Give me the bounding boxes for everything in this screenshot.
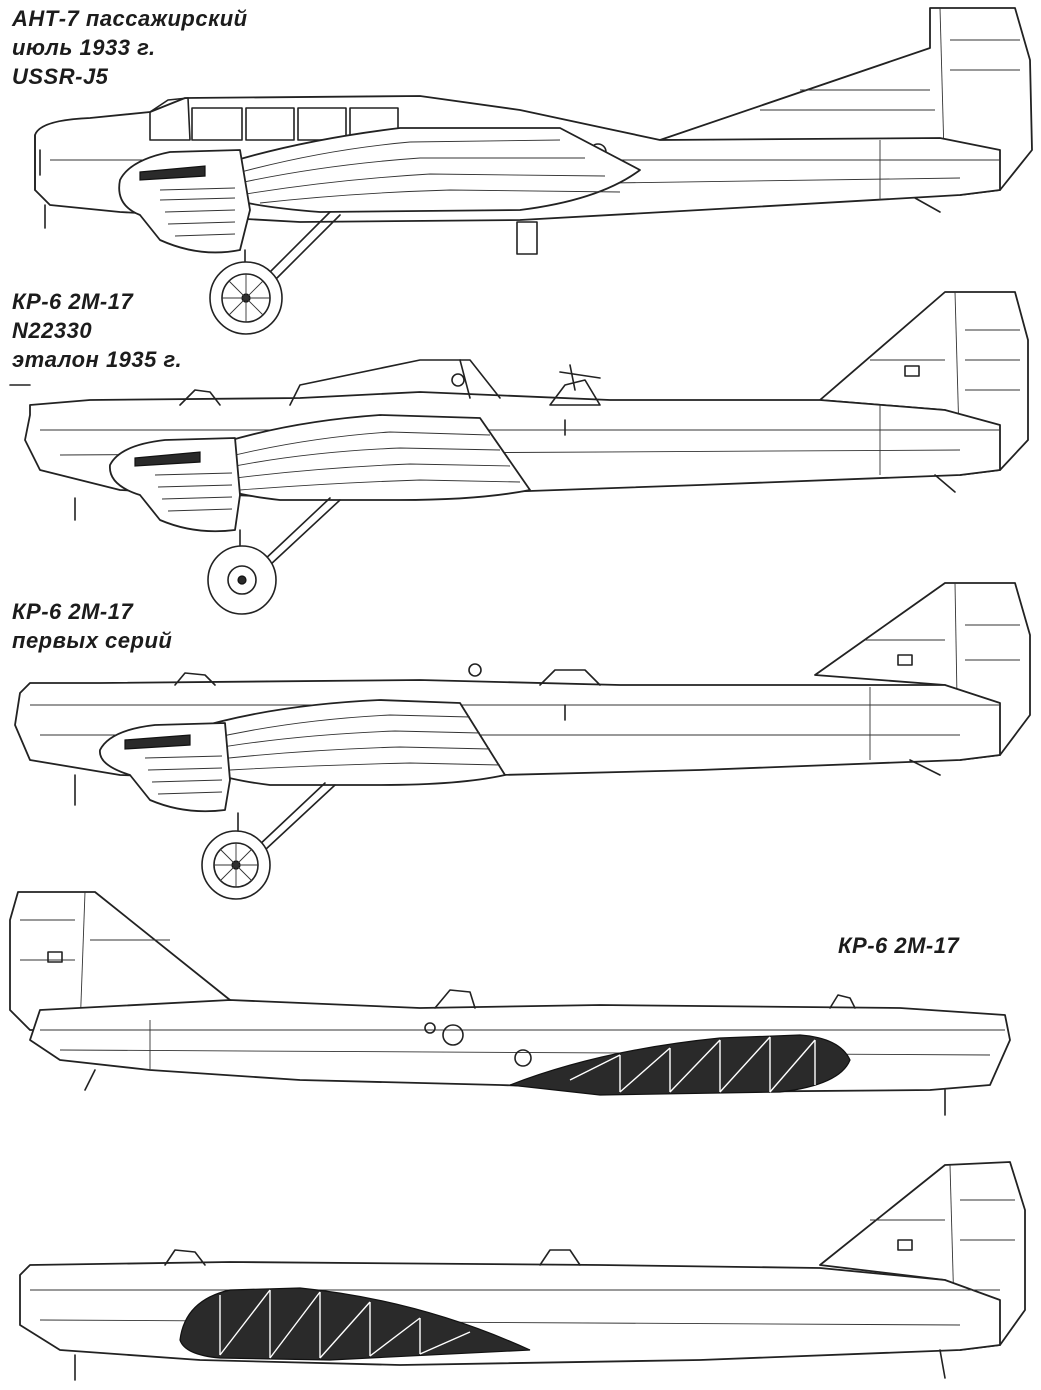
fuselage [29, 999, 1011, 1093]
wing-section [179, 1287, 531, 1361]
caption-ant7-line3: USSR-J5 [12, 64, 109, 89]
kr6-bottom-drawing [19, 1161, 1026, 1381]
ant7-passenger-drawing [34, 7, 1033, 335]
caption-kr6-first-line1: КР-6 2М-17 [12, 599, 134, 624]
caption-kr6-etalon: КР-6 2М-17 N22330 эталон 1935 г. [12, 287, 182, 374]
caption-kr6-etalon-line1: КР-6 2М-17 [12, 289, 134, 314]
caption-kr6-etalon-line2: N22330 [12, 318, 93, 343]
kr6-first-series-drawing [14, 582, 1031, 900]
engine-nacelle [109, 437, 241, 533]
caption-kr6-plain-line1: КР-6 2М-17 [838, 933, 960, 958]
caption-ant7-line2: июль 1933 г. [12, 35, 156, 60]
caption-ant7: АНТ-7 пассажирский июль 1933 г. USSR-J5 [12, 4, 248, 91]
wing-section [509, 1034, 851, 1096]
engine-nacelle [99, 722, 231, 813]
engine-nacelle [118, 149, 251, 254]
kr6-section-drawing [9, 891, 1011, 1116]
caption-kr6-first-series: КР-6 2М-17 первых серий [12, 597, 172, 655]
caption-ant7-line1: АНТ-7 пассажирский [12, 6, 248, 31]
caption-kr6-plain: КР-6 2М-17 [838, 931, 959, 960]
caption-kr6-first-line2: первых серий [12, 628, 173, 653]
caption-kr6-etalon-line3: эталон 1935 г. [12, 347, 183, 372]
kr6-etalon-drawing [9, 291, 1029, 615]
